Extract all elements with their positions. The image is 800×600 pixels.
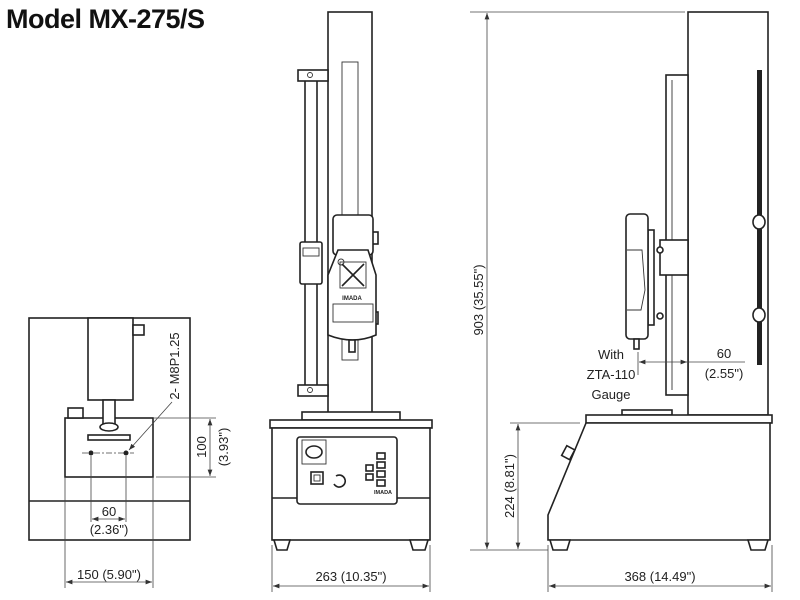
base-brand-label: IMADA <box>374 490 392 496</box>
top-depth-inch-label: (3.93") <box>216 428 231 467</box>
note-line-1: With <box>598 347 624 362</box>
side-depth-label: 368 (14.49") <box>624 569 695 584</box>
model-title: Model MX-275/S <box>6 4 205 34</box>
side-view: 60 (2.55") With ZTA-110 Gauge 903 (35.55… <box>470 11 773 592</box>
top-width-label: 150 (5.90") <box>77 567 141 582</box>
gauge-brand-mark: IMADA <box>342 296 362 302</box>
offset-label: 60 <box>717 346 731 361</box>
base-height-label: 224 (8.81") <box>502 454 517 518</box>
note-line-2: ZTA-110 <box>587 367 636 382</box>
top-depth-label: 100 <box>194 436 209 458</box>
hole-spacing-inch-label: (2.36") <box>90 522 129 537</box>
top-view: 60 (2.36") 150 (5.90") 100 (3.93") 2- M8… <box>28 317 231 588</box>
hole-spacing-label: 60 <box>102 504 116 519</box>
note-line-3: Gauge <box>591 387 630 402</box>
front-width-label: 263 (10.35") <box>315 569 386 584</box>
offset-inch-label: (2.55") <box>705 366 744 381</box>
thread-label: 2- M8P1.25 <box>167 332 182 399</box>
total-height-label: 903 (35.55") <box>471 264 486 335</box>
front-view: IMADA IMADA 263 (10.35") <box>269 11 433 592</box>
